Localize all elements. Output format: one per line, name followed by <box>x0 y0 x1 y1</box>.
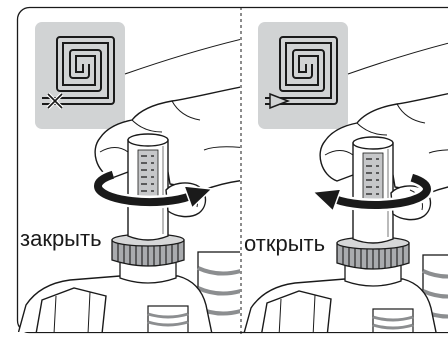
open-label: открыть <box>244 231 325 256</box>
close-label: закрыть <box>20 226 102 251</box>
panel-open: открыть <box>243 22 448 337</box>
panel-close: закрыть <box>18 22 246 334</box>
